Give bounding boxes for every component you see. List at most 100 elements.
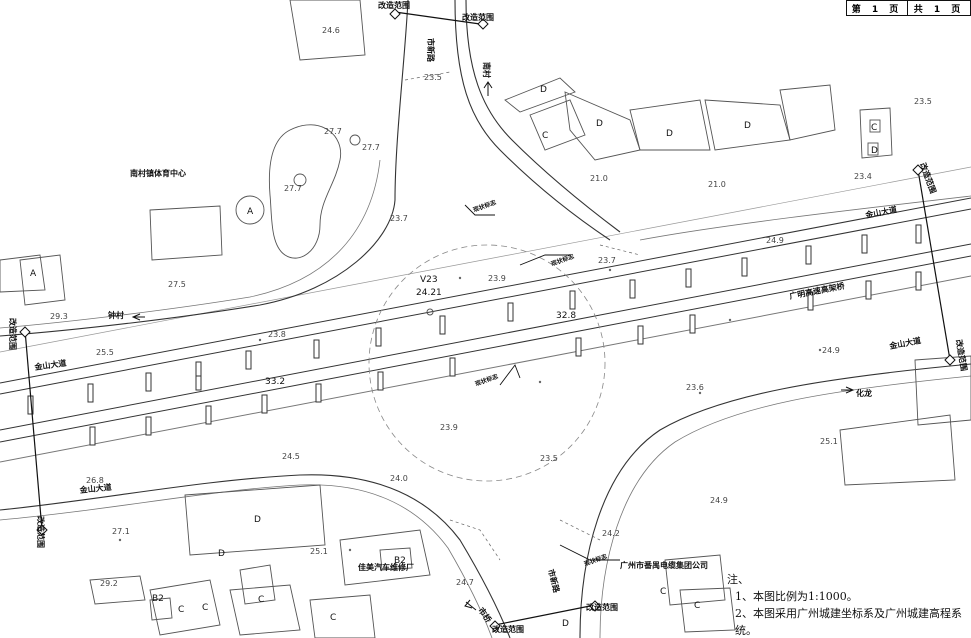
elev: 24.0 <box>390 474 408 483</box>
elev: 23.9 <box>440 423 458 432</box>
elev: 21.0 <box>708 180 726 189</box>
building-code: D <box>596 119 603 129</box>
arrow-west-icon <box>131 313 145 321</box>
bridge-elev-2: 33.2 <box>265 377 285 387</box>
arrow-east-icon <box>841 386 855 394</box>
existing-sign-3: 现状标志 <box>474 372 499 388</box>
elev: 23.6 <box>686 383 704 392</box>
elev: 29.2 <box>100 579 118 588</box>
scope-label-w1: 改造范围 <box>8 318 18 350</box>
scope-label-e2: 改造范围 <box>954 339 969 372</box>
building-code: C <box>694 601 700 611</box>
building-code: D <box>218 549 225 559</box>
elev: 27.5 <box>168 280 186 289</box>
elev: 27.7 <box>284 184 302 193</box>
elev: 25.1 <box>820 437 838 446</box>
elev: 23.5 <box>424 73 442 82</box>
company-label: 广州市番禺电缆集团公司 <box>620 560 708 570</box>
arrow-south-icon <box>464 599 477 611</box>
building-code: C <box>871 123 877 133</box>
building-code: C <box>178 605 184 615</box>
elev: 25.1 <box>310 547 328 556</box>
building-code: B2 <box>152 594 164 604</box>
elev: 23.5 <box>914 97 932 106</box>
stadium-label: 南村镇体育中心 <box>130 168 186 178</box>
page-total-box: 共 1 页 <box>907 0 971 16</box>
jinshan-label-e: 金山大道 <box>887 335 921 351</box>
building-code: D <box>871 146 878 156</box>
factory-label: 佳美汽车维修厂 <box>358 562 414 572</box>
scope-markers <box>19 8 956 632</box>
notes-heading: 注、 <box>727 573 749 586</box>
elev: 29.3 <box>50 312 68 321</box>
elev: 27.7 <box>324 127 342 136</box>
elev: 24.5 <box>282 452 300 461</box>
direction-arrows <box>131 81 855 611</box>
building-code: C <box>330 613 336 623</box>
elev: 23.8 <box>268 330 286 339</box>
elev: 26.8 <box>86 476 104 485</box>
elev: 27.1 <box>112 527 130 536</box>
shixin-label-n: 市新路 <box>426 38 436 63</box>
dir-zhongcun: 钟村 <box>108 310 124 320</box>
stadium-park <box>235 124 361 259</box>
node-elevation: 24.21 <box>416 288 442 298</box>
elev: 24.9 <box>766 236 784 245</box>
scope-label-s2: 改造范围 <box>492 624 524 634</box>
page-number-box: 第 1 页 <box>846 0 908 16</box>
building-code: C <box>660 587 666 597</box>
elev: 25.5 <box>96 348 114 357</box>
building-code: C <box>542 131 548 141</box>
dir-shiqiao: 市桥 <box>476 605 494 625</box>
elevation-labels: 24.6 23.5 27.7 27.7 27.7 23.7 21.0 21.0 … <box>50 26 932 588</box>
building-code: D <box>562 619 569 629</box>
scope-label-n2: 改造范围 <box>462 12 494 22</box>
dir-hualong: 化龙 <box>856 388 872 398</box>
elev: 23.9 <box>488 274 506 283</box>
building-code: D <box>744 121 751 131</box>
jinshan-label-sw: 金山大道 <box>78 482 112 495</box>
jinshan-label-w: 金山大道 <box>33 358 67 372</box>
existing-sign-1: 现状标志 <box>472 198 497 214</box>
viaduct-piers <box>27 224 922 446</box>
elev: 24.2 <box>602 529 620 538</box>
notes-line-2: 2、本图采用广州城建坐标系及广州城建高程系统。 <box>735 607 962 637</box>
scope-lines <box>24 11 951 626</box>
elev: 21.0 <box>590 174 608 183</box>
elev: 23.4 <box>854 172 872 181</box>
survey-marks <box>118 268 822 552</box>
scope-label-w2: 改造范围 <box>36 516 46 548</box>
building-code: A <box>30 269 37 279</box>
elev: 24.6 <box>322 26 340 35</box>
shixin-label-s: 市新路 <box>546 568 562 595</box>
elev: 24.7 <box>456 578 474 587</box>
elev: 23.7 <box>390 214 408 223</box>
roundabout <box>368 244 606 482</box>
sign-leaders <box>464 204 620 561</box>
building-code: C <box>258 595 264 605</box>
building-code: D <box>666 129 673 139</box>
dir-nancun: 南村 <box>482 62 492 78</box>
elev: 24.9 <box>822 346 840 355</box>
building-code-labels: D D C D D C D A A D B2 B2 C C C C D C C … <box>30 85 878 629</box>
node-id: V23 <box>420 275 438 285</box>
bridge-elev-1: 32.8 <box>556 311 576 321</box>
notes-block: 注、 1、本图比例为1:1000。 2、本图采用广州城建坐标系及广州城建高程系统… <box>727 571 971 638</box>
page-number: 第 1 页 <box>851 4 903 15</box>
notes-line-1: 1、本图比例为1:1000。 <box>735 590 858 603</box>
scope-label-n1: 改造范围 <box>378 0 410 10</box>
expressway-label: 广明高速高架桥 <box>788 280 846 301</box>
elev: 23.7 <box>598 256 616 265</box>
building-code: A <box>247 207 254 217</box>
page-total: 共 1 页 <box>913 4 965 15</box>
building-code: B2 <box>394 556 406 566</box>
elev: 24.9 <box>710 496 728 505</box>
elev: 23.5 <box>540 454 558 463</box>
map-labels: 改造范围 改造范围 改造范围 改造范围 改造范围 改造范围 改造范围 改造范围 … <box>8 0 969 634</box>
existing-sign-4: 现状标志 <box>583 552 608 568</box>
property-lines <box>404 71 641 561</box>
